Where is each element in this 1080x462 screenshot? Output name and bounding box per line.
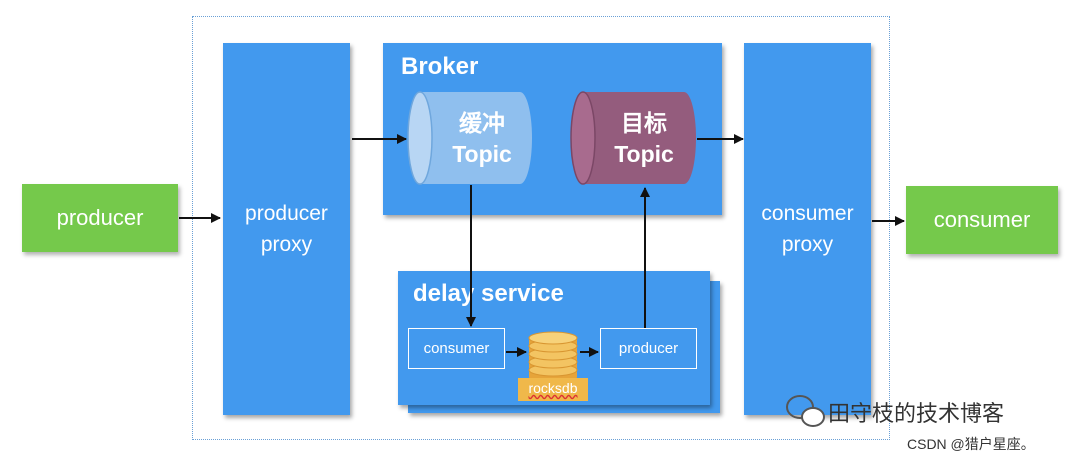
producer-label: producer	[56, 205, 144, 230]
rocksdb-icon	[518, 331, 588, 401]
buffer-topic-cylinder	[407, 91, 532, 185]
rocksdb-label: rocksdb	[528, 380, 578, 396]
system-boundary	[192, 16, 890, 440]
producer-node: producer	[22, 184, 178, 252]
target-topic-line1: 目标	[621, 110, 667, 136]
target-topic-label: 目标 Topic	[596, 108, 692, 170]
delay-consumer-label: consumer	[423, 340, 490, 357]
buffer-topic-line1: 缓冲	[459, 110, 505, 136]
delay-producer-box: producer	[600, 328, 697, 369]
consumer-proxy-label-line1: consumer	[761, 202, 854, 225]
target-topic-line2: Topic	[614, 141, 674, 167]
delay-producer-label: producer	[618, 340, 679, 357]
wechat-icon	[786, 395, 825, 427]
csdn-watermark: CSDN @猎户星座。	[907, 436, 1035, 452]
broker-title: Broker	[401, 53, 479, 80]
consumer-proxy-label-line2: proxy	[781, 233, 834, 256]
target-topic-cylinder	[570, 91, 696, 185]
producer-proxy-node: producer proxy	[223, 43, 350, 415]
consumer-label: consumer	[933, 207, 1031, 232]
delay-service-title: delay service	[413, 280, 564, 307]
delay-consumer-box: consumer	[408, 328, 505, 369]
producer-proxy-label-line2: proxy	[260, 233, 313, 256]
blog-watermark: 田守枝的技术博客	[828, 401, 1005, 426]
producer-proxy-label-line1: producer	[245, 202, 328, 225]
buffer-topic-line2: Topic	[452, 141, 512, 167]
consumer-node: consumer	[906, 186, 1058, 254]
consumer-proxy-node: consumer proxy	[744, 43, 871, 415]
buffer-topic-label: 缓冲 Topic	[434, 108, 530, 170]
